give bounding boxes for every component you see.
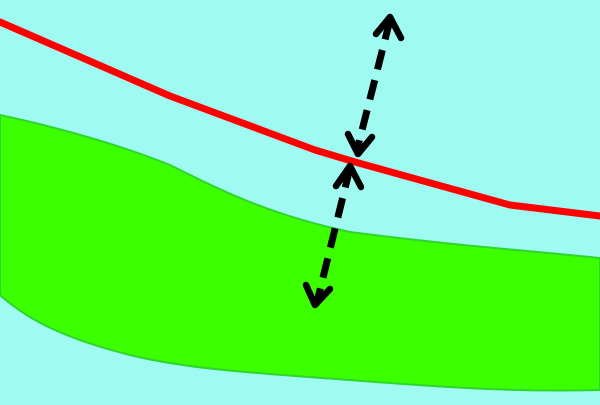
lower-arrowhead-bottom <box>302 281 334 309</box>
upper-arrowhead-top <box>372 13 405 42</box>
upper-arrowhead-bottom <box>344 130 376 158</box>
red-line <box>0 18 600 220</box>
green-band <box>0 113 600 392</box>
lower-dashed-arrow-shaft <box>313 167 354 303</box>
lower-arrowhead-top <box>332 162 365 191</box>
upper-dashed-arrow-shaft <box>353 19 394 151</box>
